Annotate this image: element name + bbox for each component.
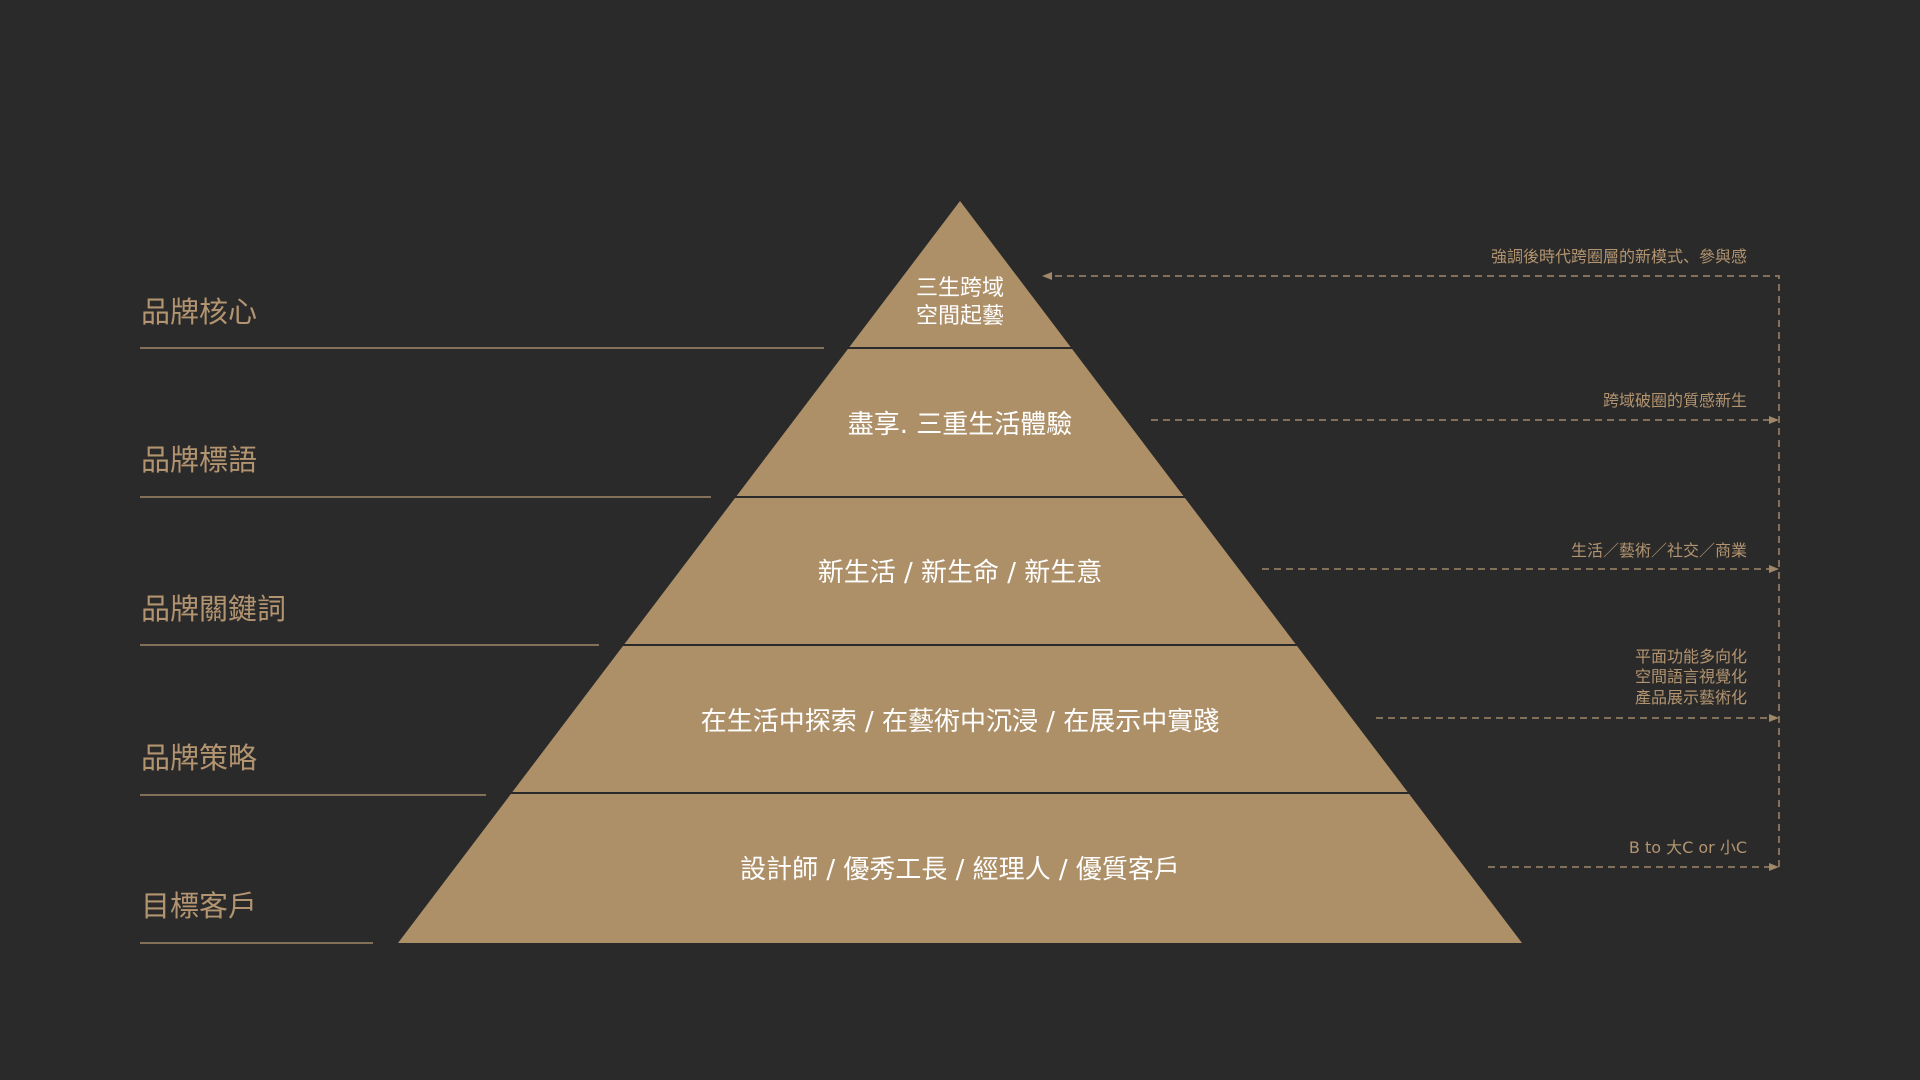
note-slogan: 跨域破圈的質感新生 <box>1603 391 1747 410</box>
pyramid-level3: 新生活 / 新生命 / 新生意 <box>818 558 1103 588</box>
note-strategy-line2: 空間語言視覺化 <box>1635 667 1747 686</box>
label-target-customers: 目標客戶 <box>141 889 257 923</box>
label-brand-slogan: 品牌標語 <box>141 443 257 477</box>
pyramid-dividers <box>510 347 1410 794</box>
note-keywords: 生活／藝術／社交／商業 <box>1571 541 1747 560</box>
pyramid <box>398 201 1522 943</box>
pyramid-level5: 設計師 / 優秀工長 / 經理人 / 優質客戶 <box>740 855 1180 885</box>
note-core: 強調後時代跨圈層的新模式、參與感 <box>1491 247 1747 266</box>
pyramid-level2: 盡享. 三重生活體驗 <box>848 410 1073 440</box>
label-brand-strategy: 品牌策略 <box>141 741 257 775</box>
pyramid-level1-line2: 空間起藝 <box>916 304 1004 329</box>
pyramid-level1-line1: 三生跨域 <box>916 276 1004 301</box>
note-strategy-line1: 平面功能多向化 <box>1635 647 1747 666</box>
note-target: B to 大C or 小C <box>1629 838 1747 857</box>
pyramid-level4: 在生活中探索 / 在藝術中沉浸 / 在展示中實踐 <box>701 707 1220 737</box>
label-brand-keywords: 品牌關鍵詞 <box>141 592 286 626</box>
label-brand-core: 品牌核心 <box>141 295 257 329</box>
connector-lines <box>1042 272 1780 871</box>
note-strategy-line3: 產品展示藝術化 <box>1635 688 1747 707</box>
